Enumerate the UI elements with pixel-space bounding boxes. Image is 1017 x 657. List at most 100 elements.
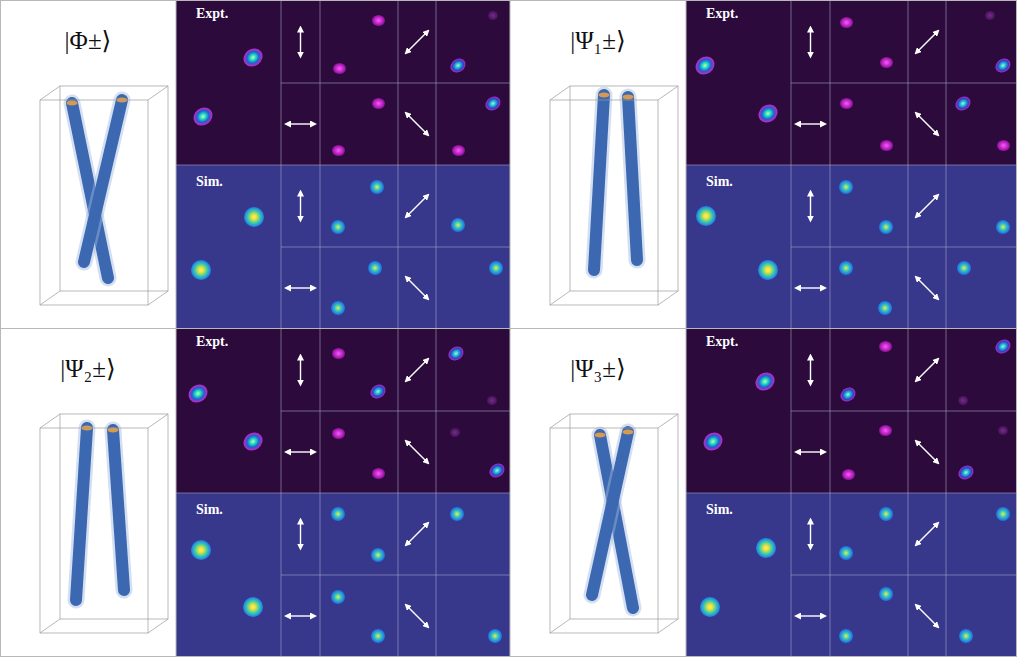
box-wireframe (658, 414, 678, 428)
polarization-arrow (917, 196, 937, 216)
panel-tag: Sim. (196, 502, 223, 518)
box-wireframe (550, 428, 658, 633)
grid-line (281, 247, 510, 248)
grid-line (791, 575, 1017, 576)
beam-spot (985, 11, 995, 20)
polarization-arrow (810, 521, 811, 547)
beam-spot (372, 15, 385, 26)
beam-spot (957, 261, 971, 275)
grid-line (436, 0, 437, 328)
polarization-arrow (300, 357, 301, 383)
beam-spot (879, 341, 892, 352)
beam-spot (451, 218, 465, 232)
grid-line (320, 0, 321, 328)
beam-spot (879, 425, 892, 436)
box-wireframe (570, 414, 678, 619)
beam-spot (372, 468, 385, 479)
polarization-arrow (917, 606, 937, 626)
tube-glow (594, 95, 604, 270)
polarization-arrow (917, 524, 937, 544)
grid-line (791, 247, 1017, 248)
beam-spot (372, 98, 385, 109)
polarization-arrow (407, 442, 427, 462)
beam-spot (488, 629, 502, 643)
box-wireframe (40, 414, 60, 428)
beam-spot (332, 348, 345, 359)
polarization-arrow (407, 606, 427, 626)
beam-spot (840, 17, 853, 28)
polarization-arrow (798, 123, 824, 124)
beam-spot (880, 140, 893, 151)
tube-top (595, 432, 606, 437)
beam-spot (371, 629, 385, 643)
grid-line (686, 493, 1017, 494)
grid-line (791, 411, 1017, 412)
polarization-arrow (288, 123, 314, 124)
tube-glow (592, 432, 628, 595)
state-label: |Ψ₁±⟩ (570, 26, 626, 55)
beam-spot (998, 426, 1008, 435)
sim-panel (686, 493, 1017, 657)
beam-spot (758, 260, 778, 280)
beam-spot (332, 428, 345, 439)
grid-line (908, 0, 909, 328)
panel-tag: Sim. (706, 174, 733, 190)
box-wireframe (550, 291, 570, 305)
panel-tag: Expt. (196, 6, 228, 22)
tube-top (623, 429, 634, 434)
beam-spot (880, 57, 893, 68)
beam-spot (840, 98, 853, 109)
beam-spot (331, 590, 345, 604)
polarization-arrow (407, 360, 427, 380)
polarization-arrow (407, 196, 427, 216)
beam-spot (700, 597, 720, 617)
polarization-arrow (917, 114, 937, 134)
polarization-arrow (917, 278, 937, 298)
beam-spot (333, 63, 346, 74)
box-wireframe (570, 86, 678, 291)
polarization-arrow (300, 193, 301, 219)
tube-glow (76, 428, 87, 600)
panel-tag: Expt. (196, 334, 228, 350)
tube (84, 100, 122, 262)
grid-line (398, 328, 399, 657)
beam-spot (839, 261, 853, 275)
panel-tag: Expt. (706, 6, 738, 22)
grid-line (830, 328, 831, 657)
polarization-arrow (288, 615, 314, 616)
beam-spot (839, 546, 853, 560)
beam-spot (996, 507, 1010, 521)
grid-line (281, 411, 510, 412)
box-wireframe (148, 291, 168, 305)
beam-spot (452, 145, 465, 156)
tube-top (67, 100, 78, 105)
beam-spot (959, 629, 973, 643)
polarization-arrow (810, 357, 811, 383)
panel-tag: Sim. (196, 174, 223, 190)
beam-spot (997, 140, 1010, 151)
beam-spot (243, 597, 263, 617)
box-wireframe (550, 100, 658, 305)
expt-panel (686, 0, 1017, 165)
expt-panel (686, 328, 1017, 493)
frame-line (510, 0, 511, 657)
beam-spot (331, 220, 345, 234)
box-wireframe (40, 86, 60, 100)
polarization-arrow (300, 29, 301, 55)
beam-spot (332, 145, 345, 156)
polarization-arrow (407, 114, 427, 134)
polarization-arrow (810, 29, 811, 55)
expt-panel (176, 328, 510, 493)
box-wireframe (60, 414, 168, 619)
grid-line (436, 328, 437, 657)
tube (592, 432, 628, 595)
grid-line (176, 165, 510, 166)
frame-line (0, 656, 1017, 657)
tube-glow (113, 430, 124, 590)
beam-spot (878, 301, 892, 315)
frame-line (1016, 0, 1017, 657)
polarization-arrow (810, 193, 811, 219)
beam-spot (489, 261, 503, 275)
box-wireframe (658, 291, 678, 305)
grid-line (830, 0, 831, 328)
